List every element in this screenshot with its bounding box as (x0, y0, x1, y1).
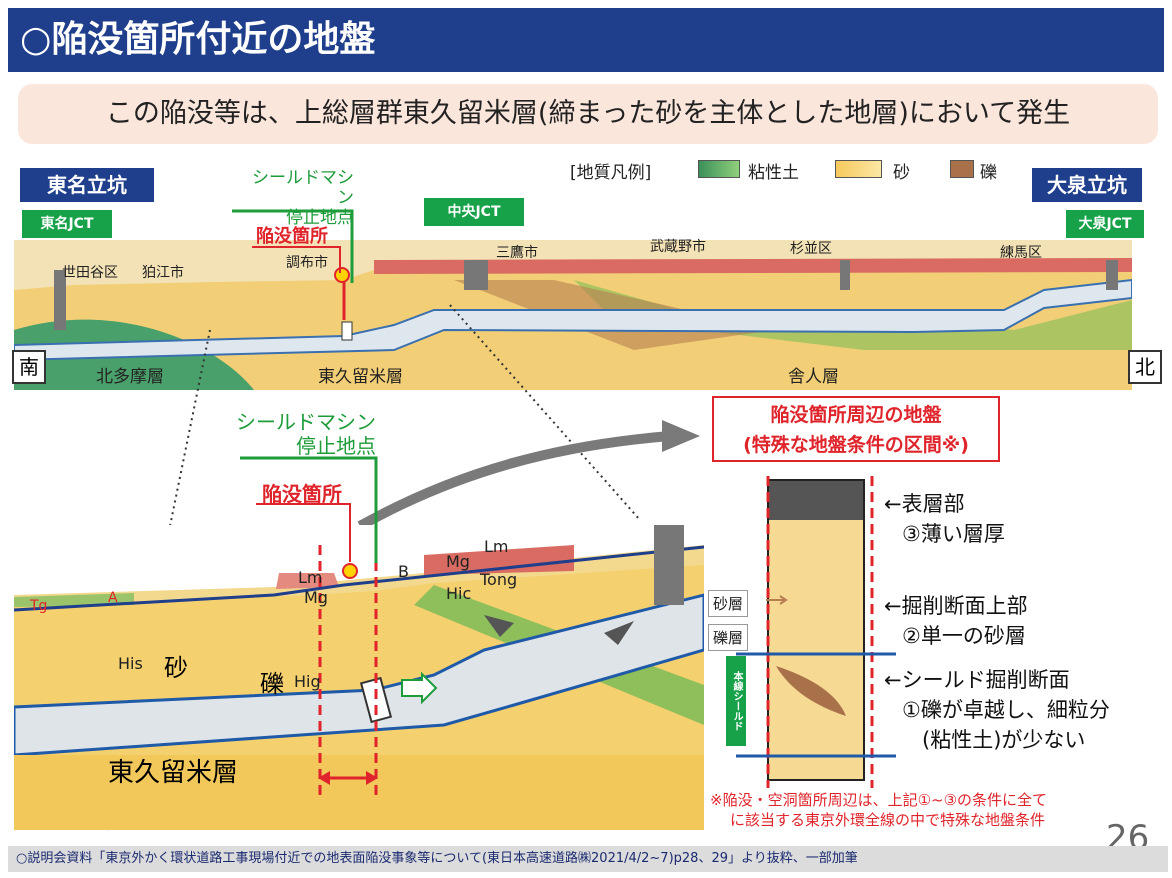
bottom-layer-name: 東久留米層 (108, 758, 239, 788)
bottom-cross-section (14, 525, 704, 830)
legend-gravel-label: 礫 (980, 163, 997, 183)
gravel-swatch (950, 160, 974, 178)
code-lm-right: Lm (484, 537, 509, 556)
layer-higashikurume: 東久留米層 (318, 367, 403, 387)
annotation-upper: ←掘削断面上部 (884, 594, 1028, 618)
clay-swatch (698, 160, 740, 178)
page-title: ○陥没箇所付近の地盤 (8, 8, 1164, 72)
top-machine-stop-label: シールドマシン停止地点 (252, 168, 354, 228)
place-suginami: 杉並区 (790, 241, 832, 257)
place-komae: 狛江市 (142, 265, 184, 281)
annotation-surface: ←表層部 (884, 492, 965, 516)
detail-title-box: 陥没箇所周辺の地盤(特殊な地盤条件の区間※) (712, 396, 1000, 462)
place-musashino: 武蔵野市 (650, 239, 706, 255)
code-his: His (118, 654, 143, 673)
code-a: A (108, 590, 118, 606)
code-hig: Hig (294, 672, 321, 691)
gravel-kanji: 礫 (260, 670, 284, 698)
code-tg: Tg (30, 598, 48, 614)
main-shield-tag: 本線シールド (726, 656, 746, 746)
code-hic: Hic (446, 584, 472, 603)
tomei-jct-label: 東名JCT (22, 210, 112, 238)
annotation-upper-note: ②単一の砂層 (902, 624, 1026, 648)
annotation-shield-note2: (粘性土)が少ない (922, 728, 1086, 752)
bottom-collapse-label: 陥没箇所 (262, 482, 342, 506)
chuo-jct-label: 中央JCT (424, 198, 524, 226)
summary-banner: この陥没等は、上総層群東久留米層(締まった砂を主体とした地層)において発生 (18, 84, 1158, 144)
layer-toneri: 舎人層 (788, 367, 839, 387)
detail-column (736, 476, 896, 788)
code-lm-left: Lm (298, 568, 323, 587)
top-collapse-leader (252, 246, 341, 273)
sand-swatch (835, 160, 882, 178)
legend-sand-label: 砂 (893, 163, 910, 183)
layer-kitatama: 北多摩層 (96, 367, 164, 387)
annotation-surface-note: ③薄い層厚 (902, 522, 1005, 546)
bottom-machine-stop-label: シールドマシン停止地点 (236, 410, 376, 458)
annotation-shield: ←シールド掘削断面 (884, 668, 1070, 692)
code-b: B (398, 562, 409, 581)
annotation-shield-note: ①礫が卓越し、細粒分 (902, 698, 1110, 722)
north-label: 北 (1128, 350, 1162, 384)
place-mitaka: 三鷹市 (496, 245, 538, 261)
sand-layer-tag: 砂層 (708, 590, 749, 617)
bottom-collapse-leader (256, 503, 351, 562)
source-footer: ○説明会資料「東京外かく環状道路工事現場付近での地表面陥没事象等について(東日本… (8, 846, 1168, 872)
top-collapse-label: 陥没箇所 (256, 226, 328, 247)
top-machine-stop-leader (232, 209, 354, 283)
oizumi-shaft-label: 大泉立坑 (1032, 168, 1142, 202)
tomei-shaft-label: 東名立坑 (20, 168, 154, 202)
legend-title: [地質凡例] (570, 163, 652, 183)
south-label: 南 (12, 350, 46, 384)
place-nerima: 練馬区 (1000, 245, 1042, 261)
sand-kanji: 砂 (164, 654, 188, 682)
legend-clay-label: 粘性土 (748, 163, 799, 183)
code-mg-right: Mg (446, 552, 470, 571)
detail-footnote: ※陥没・空洞箇所周辺は、上記①~③の条件に全てに該当する東京外環全線の中で特殊な… (710, 791, 1048, 829)
code-mg-left: Mg (304, 588, 328, 607)
place-setagaya: 世田谷区 (62, 265, 118, 281)
place-chofu: 調布市 (286, 255, 328, 271)
bottom-machine-stop-leader (240, 456, 378, 563)
oizumi-jct-label: 大泉JCT (1066, 210, 1144, 238)
code-tong: Tong (480, 570, 518, 589)
top-geologic-profile (14, 240, 1132, 390)
gravel-layer-tag: 礫層 (708, 624, 749, 651)
